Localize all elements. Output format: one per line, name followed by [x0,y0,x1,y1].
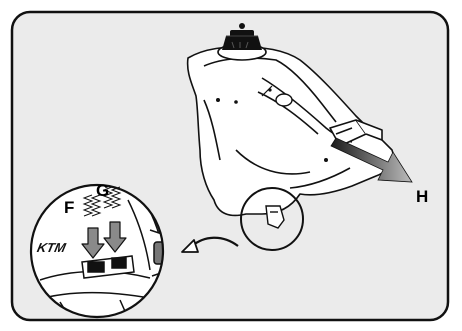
label-f: F [64,198,74,217]
spring-clip-icon [82,194,102,217]
tank-screws [216,88,328,162]
fuel-cap-icon [217,23,267,61]
tank-oval-opening [275,93,293,107]
pull-direction-arrow-icon [330,137,413,183]
label-g: G [96,181,109,200]
brand-logo: KTM [36,240,68,255]
bottom-mount [265,205,285,229]
spring-clip-icon [102,186,122,209]
label-h: H [416,187,428,206]
detail-focus-circle [240,187,304,251]
down-arrow-g [103,221,127,253]
down-arrow-f [81,227,105,259]
curved-pointer-arrow-icon [181,236,239,253]
